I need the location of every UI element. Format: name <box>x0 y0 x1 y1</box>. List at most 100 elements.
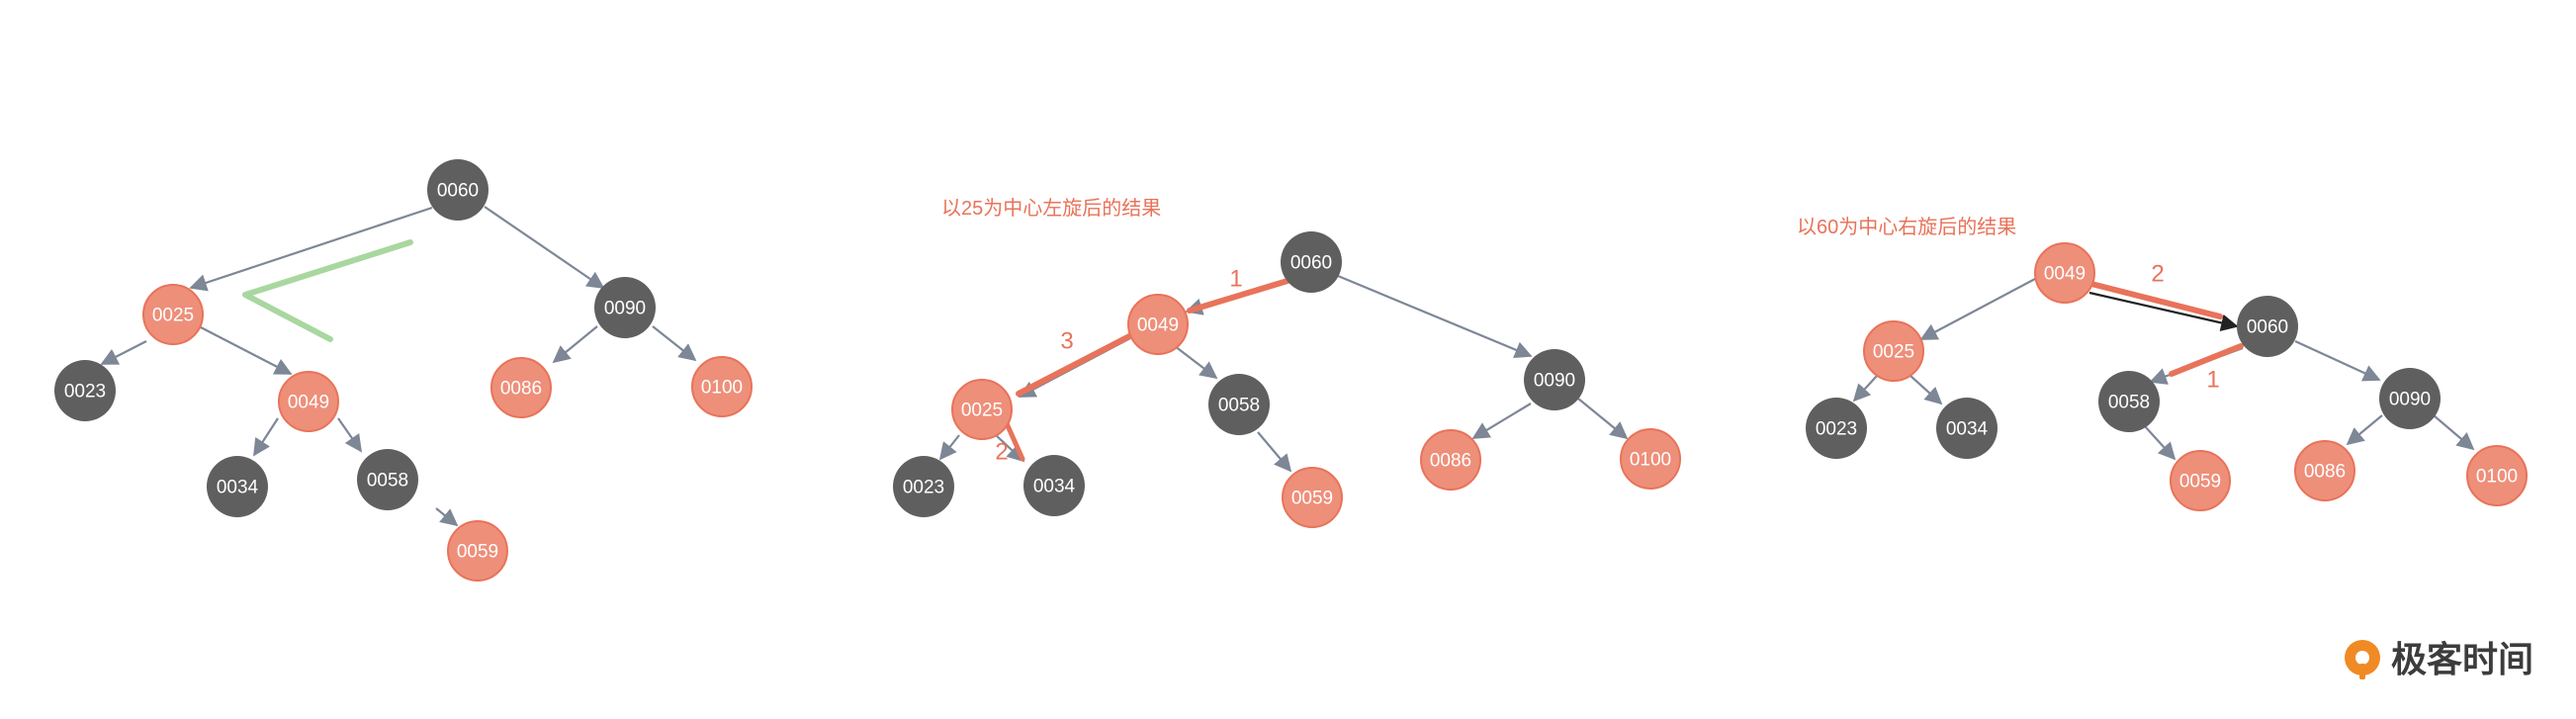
edge <box>253 417 279 457</box>
highlight-edge-step-1 <box>2169 343 2244 377</box>
tree-node: 0059 <box>447 520 508 582</box>
brand-logo: 极客时间 <box>2345 639 2533 679</box>
edge <box>552 325 598 364</box>
node-label: 0023 <box>64 382 106 403</box>
tree-node: 0060 <box>427 159 489 221</box>
step-number: 1 <box>2206 367 2219 394</box>
edge <box>2433 414 2475 451</box>
tree-node: 0049 <box>278 371 339 432</box>
node-label: 0100 <box>701 378 743 399</box>
node-label: 0025 <box>961 401 1003 421</box>
tree-node: 0025 <box>951 379 1013 440</box>
tree-node: 0100 <box>691 356 753 417</box>
edge <box>938 434 960 461</box>
rotation-angle-mark <box>242 239 413 342</box>
node-label: 0034 <box>1033 477 1076 497</box>
edge <box>1852 375 1878 403</box>
edge <box>2294 340 2381 382</box>
tree-node: 0060 <box>1281 231 1342 293</box>
node-label: 0090 <box>2389 390 2431 410</box>
tree-node: 0023 <box>1806 398 1867 459</box>
node-label: 0049 <box>1137 315 1179 336</box>
tree-left-rotation: 以25为中心左旋后的结果 1 3 2 0060 0049 0090 0025 0… <box>893 197 1681 528</box>
node-label: 0090 <box>1534 371 1575 392</box>
tree-node: 0060 <box>2237 296 2298 357</box>
tree-node: 0049 <box>2034 242 2095 304</box>
node-label: 0023 <box>903 478 944 498</box>
node-label: 0049 <box>2044 264 2086 285</box>
node-label: 0034 <box>1946 419 1989 440</box>
tree-node: 0025 <box>1863 320 1924 382</box>
tree-node: 0034 <box>1936 398 1998 459</box>
edge <box>1174 345 1218 380</box>
edge <box>337 417 363 453</box>
node-label: 0058 <box>1218 396 1260 416</box>
highlight-edge-step-1 <box>1187 278 1290 314</box>
tree-node: 0090 <box>1524 349 1585 410</box>
edge <box>1471 403 1532 439</box>
node-label: 0090 <box>604 299 646 319</box>
tree-node: 0086 <box>2294 440 2355 501</box>
node-label: 0086 <box>1430 451 1471 472</box>
brand-name: 极客时间 <box>2391 639 2533 679</box>
edges <box>100 206 697 527</box>
step-number: 1 <box>1229 266 1242 293</box>
node-label: 0059 <box>457 542 498 563</box>
node-label: 0034 <box>217 478 259 498</box>
step-number: 3 <box>1060 328 1073 355</box>
tree-node: 0086 <box>1420 429 1481 491</box>
edge <box>200 326 293 375</box>
node-label: 0060 <box>437 181 479 202</box>
node-label: 0049 <box>288 393 329 413</box>
edge <box>189 206 433 292</box>
tree-node: 0025 <box>142 284 204 345</box>
tree-original: 0060 0025 0090 0023 0049 0086 0100 0034 … <box>54 159 753 582</box>
edge <box>100 340 147 365</box>
caption-left-rotation: 以25为中心左旋后的结果 <box>941 197 1161 220</box>
highlight-edge-step-2 <box>2088 281 2223 319</box>
caption-right-rotation: 以60为中心右旋后的结果 <box>1797 216 2016 238</box>
edge <box>2088 291 2239 332</box>
tree-node: 0058 <box>357 449 418 510</box>
tree-node: 0100 <box>2466 445 2528 506</box>
node-label: 0058 <box>367 471 408 492</box>
tree-node: 0058 <box>2098 371 2160 432</box>
edge <box>1257 431 1292 473</box>
tree-node: 0034 <box>207 456 268 517</box>
node-label: 0025 <box>1873 342 1914 363</box>
tree-node: 0034 <box>1023 455 1085 516</box>
highlight-edge-step-2 <box>1003 418 1025 462</box>
brand-icon <box>2345 640 2380 679</box>
edge <box>652 325 697 362</box>
tree-right-rotation: 以60为中心右旋后的结果 2 1 0049 0025 0060 0023 003… <box>1797 216 2528 511</box>
node-label: 0086 <box>2304 462 2346 483</box>
tree-node: 0049 <box>1127 294 1189 355</box>
tree-node: 0058 <box>1208 374 1270 435</box>
tree-node: 0090 <box>594 277 656 338</box>
node-label: 0059 <box>1291 489 1333 509</box>
edge <box>1919 278 2036 340</box>
edge <box>1910 375 1943 405</box>
edge <box>1337 274 1533 359</box>
edge <box>2144 425 2176 461</box>
tree-node: 0059 <box>1282 467 1343 528</box>
edge <box>2346 414 2383 446</box>
node-label: 0058 <box>2108 393 2150 413</box>
edge <box>1577 398 1629 440</box>
node-label: 0100 <box>1630 450 1671 471</box>
node-label: 0100 <box>2476 467 2518 488</box>
edges <box>938 274 1629 473</box>
edge <box>484 206 605 289</box>
tree-node: 0023 <box>893 456 954 517</box>
tree-node: 0023 <box>54 360 116 421</box>
tree-node: 0059 <box>2170 450 2231 511</box>
tree-node: 0086 <box>490 357 552 418</box>
node-label: 0059 <box>2179 472 2221 493</box>
step-number: 2 <box>2151 261 2164 288</box>
node-label: 0060 <box>2247 317 2288 338</box>
tree-node: 0100 <box>1620 428 1681 490</box>
tree-node: 0090 <box>2379 368 2441 429</box>
node-label: 0086 <box>500 379 542 400</box>
